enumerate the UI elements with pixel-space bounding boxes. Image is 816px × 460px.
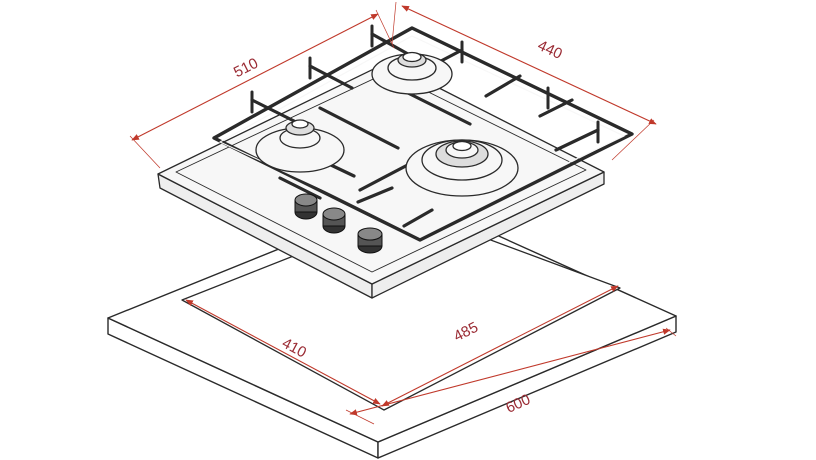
- knob-1: [294, 193, 318, 220]
- dim-line-hob-depth: [401, 5, 657, 125]
- burner-rear: [371, 51, 453, 95]
- gas-hob: [157, 24, 634, 299]
- knob-2: [322, 207, 346, 234]
- knob-3: [357, 227, 383, 254]
- dimension-lines: [129, 1, 677, 425]
- dim-label-hob-width: 510: [231, 55, 261, 82]
- burner-wok: [405, 139, 519, 197]
- dim-line-cutout-depth: [185, 299, 381, 405]
- dim-line-counter-width: [349, 328, 671, 416]
- dim-line-hob-width: [131, 13, 379, 141]
- dim-label-hob-depth: 440: [535, 37, 565, 63]
